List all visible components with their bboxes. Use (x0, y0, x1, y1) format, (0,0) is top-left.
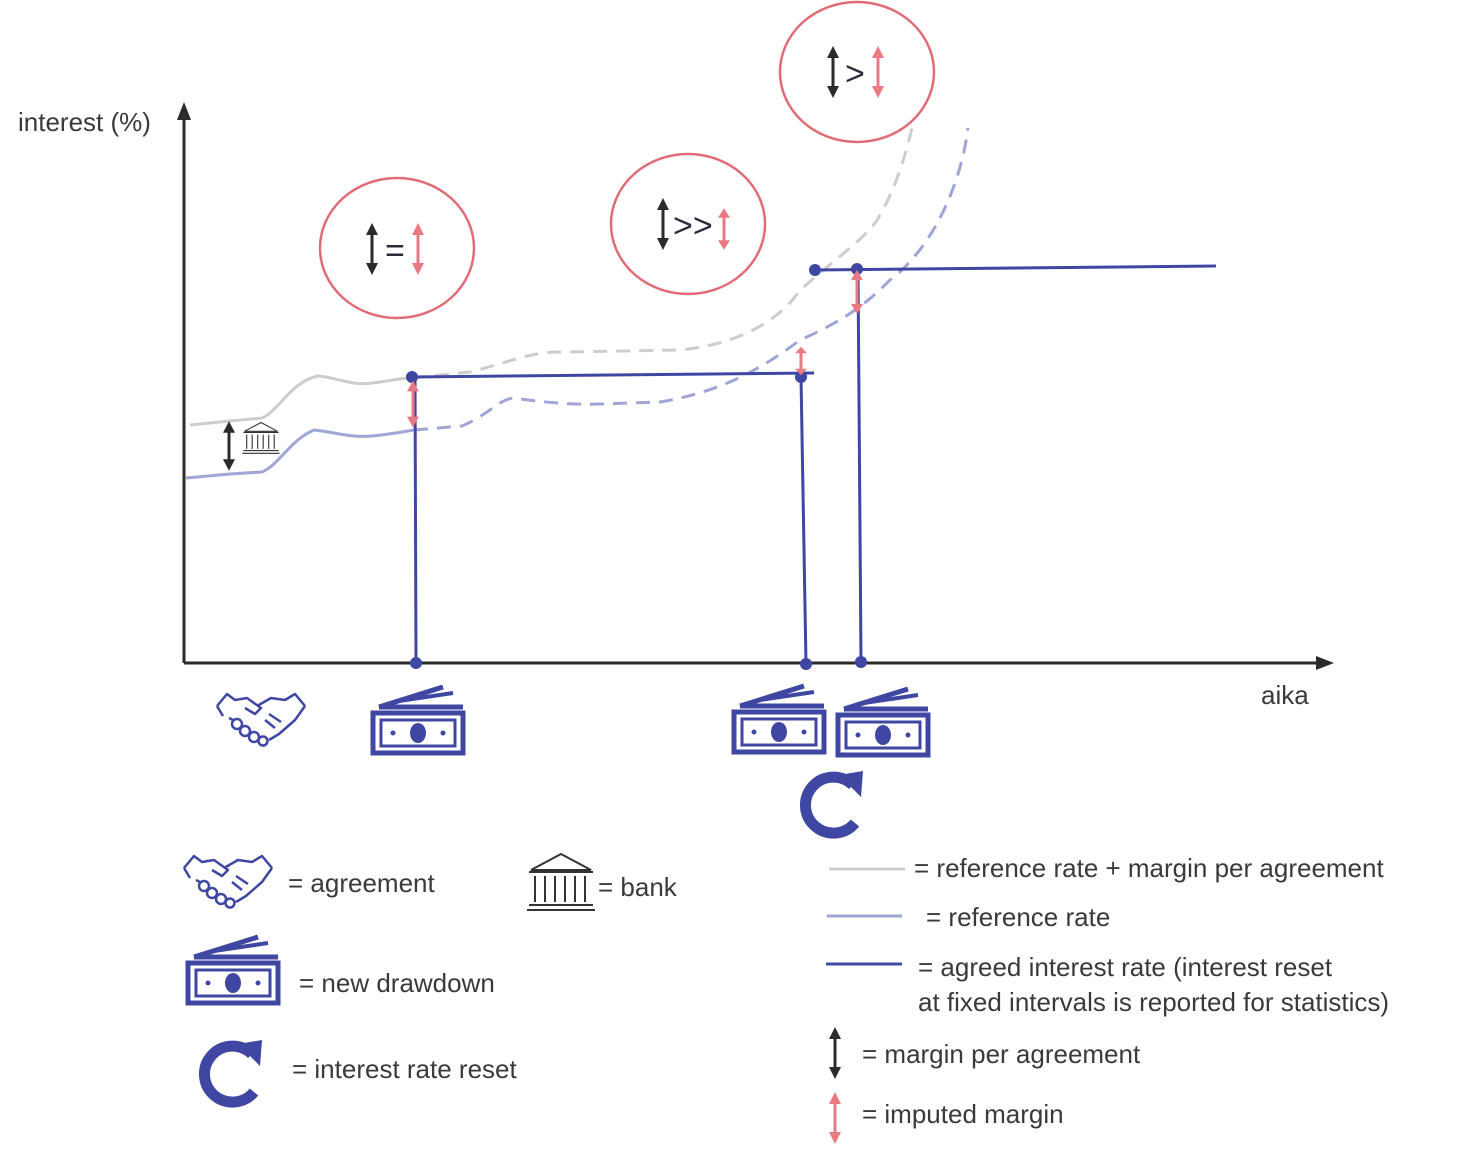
banknotes-icon (734, 686, 824, 752)
legend-agreement: = agreement (182, 854, 435, 909)
double-arrow-icon (827, 1090, 843, 1146)
legend-agreed-rate-label-2: at fixed intervals is reported for stati… (918, 987, 1389, 1017)
x-axis-arrowhead (1316, 656, 1334, 670)
agreed-rate-points (406, 263, 867, 670)
legend-ref-plus-margin-label: = reference rate + margin per agreement (914, 853, 1384, 883)
handshake-icon (182, 854, 274, 909)
refresh-icon (204, 1040, 262, 1102)
comparison-circle-3: > (778, 0, 936, 144)
reference-rate-dashed (413, 127, 970, 432)
ref-plus-margin-solid (189, 374, 413, 427)
comparison-circle-2: >> (609, 152, 767, 296)
comparison-circle-1: = (318, 176, 476, 320)
legend-imputed-margin: = imputed margin (827, 1090, 1064, 1146)
comparison-symbol-3: > (845, 55, 865, 93)
drawdown-1-rate-point (406, 371, 418, 383)
legend-interest-reset-label: = interest rate reset (292, 1054, 517, 1084)
bank-icon-chart (241, 421, 281, 454)
legend-agreed-rate: = agreed interest rate (interest reset a… (826, 952, 1389, 1017)
legend-agreed-rate-label-1: = agreed interest rate (interest reset (918, 952, 1333, 982)
legend-bank-label: = bank (598, 872, 678, 902)
x-axis-label: aika (1261, 680, 1309, 710)
legend-new-drawdown: = new drawdown (188, 937, 495, 1003)
bank-icon (526, 853, 596, 911)
reset-rate-point (809, 264, 821, 276)
legend-new-drawdown-label: = new drawdown (299, 968, 495, 998)
drawdown-2-rate-point (795, 371, 807, 383)
legend-margin-per-agreement-label: = margin per agreement (862, 1039, 1141, 1069)
banknotes-icon (373, 687, 463, 753)
margin-per-agreement-arrow-chart (221, 419, 237, 473)
legend-interest-reset: = interest rate reset (204, 1040, 517, 1102)
legend-margin-per-agreement: = margin per agreement (827, 1025, 1141, 1081)
legend-reference-rate: = reference rate (827, 902, 1110, 932)
banknotes-icon (188, 937, 278, 1003)
comparison-symbol-2: >> (673, 207, 713, 245)
legend-reference-rate-label: = reference rate (926, 902, 1110, 932)
refresh-icon (805, 771, 863, 833)
agreed-rate-line (411, 264, 1217, 665)
banknotes-icon (838, 689, 928, 755)
legend-bank: = bank (526, 853, 678, 911)
axes (177, 102, 1334, 670)
drawdown-3-axis-point (855, 656, 867, 668)
imputed-margin-arrow-3 (849, 268, 865, 316)
comparison-symbol-1: = (385, 232, 405, 270)
imputed-margin-arrow-1 (405, 379, 421, 429)
handshake-icon (215, 692, 307, 747)
y-axis-arrowhead (177, 102, 191, 120)
double-arrow-icon (827, 1025, 843, 1081)
drawdown-1-axis-point (410, 657, 422, 669)
imputed-margin-arrow-2 (793, 345, 809, 377)
ref-plus-margin-dashed (411, 99, 920, 380)
legend-imputed-margin-label: = imputed margin (862, 1099, 1064, 1129)
drawdown-3-rate-point (851, 263, 863, 275)
reference-rate-solid (185, 428, 415, 480)
legend-agreement-label: = agreement (288, 868, 435, 898)
drawdown-2-axis-point (800, 658, 812, 670)
legend-ref-plus-margin: = reference rate + margin per agreement (829, 853, 1384, 883)
y-axis-label: interest (%) (18, 107, 151, 137)
